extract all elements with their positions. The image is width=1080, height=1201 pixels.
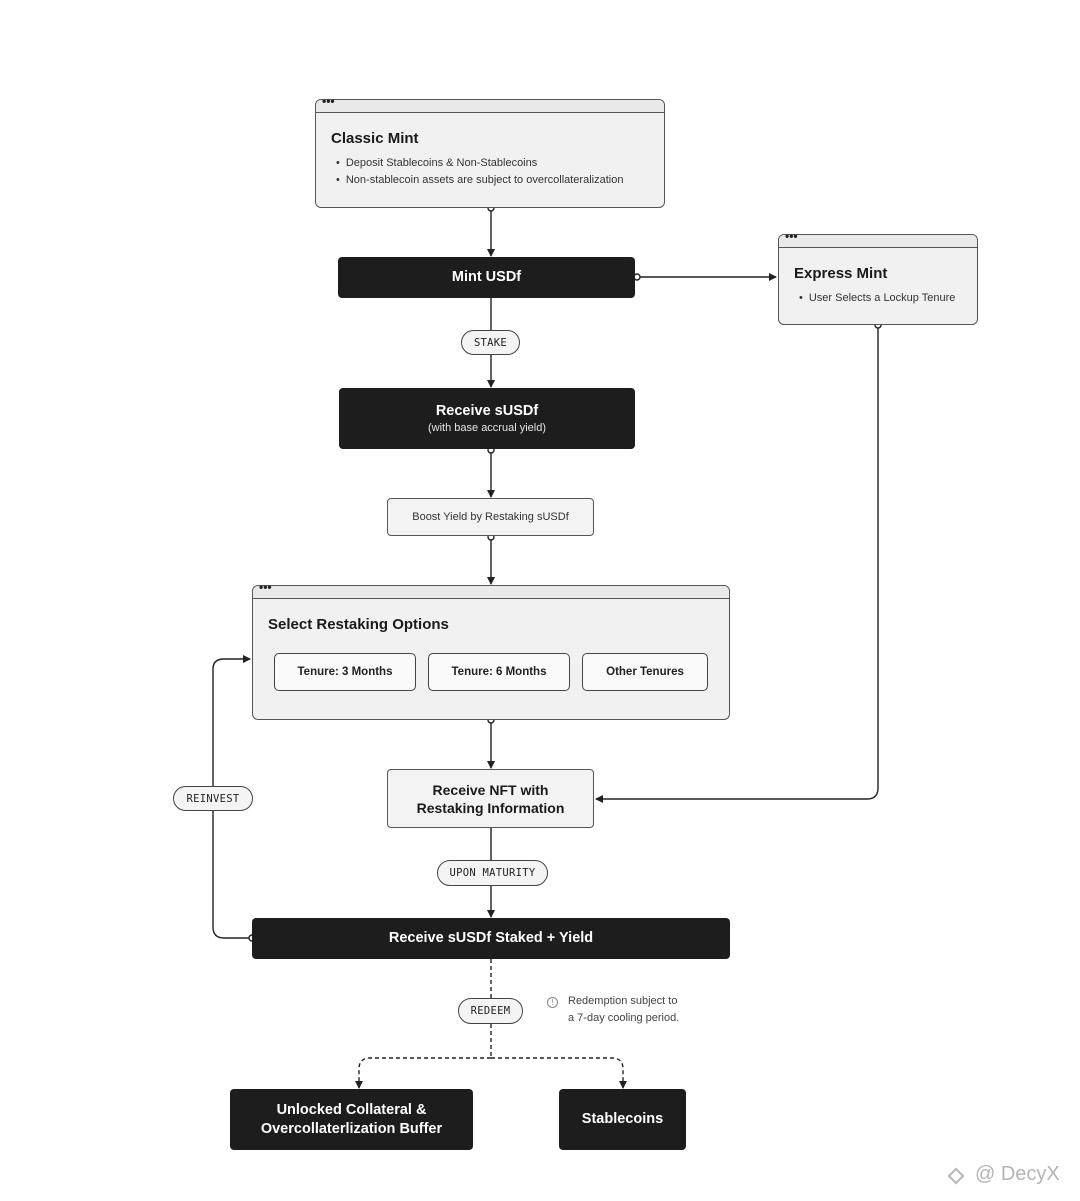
receive-nft-line1: Receive NFT with bbox=[432, 781, 549, 798]
classic-mint-title: Classic Mint bbox=[331, 130, 419, 147]
classic-mint-card: ••• Classic Mint Deposit Stablecoins & N… bbox=[315, 95, 665, 208]
stablecoins-node: Stablecoins bbox=[559, 1089, 686, 1150]
arrow-express-to-nft bbox=[595, 325, 879, 803]
watermark-text: @ DecyX bbox=[975, 1163, 1060, 1185]
stake-pill: STAKE bbox=[461, 330, 520, 355]
classic-mint-bullets: Deposit Stablecoins & Non-Stablecoins No… bbox=[336, 155, 624, 189]
boost-yield-label: Boost Yield by Restaking sUSDf bbox=[412, 511, 569, 523]
option-tenure-6-months[interactable]: Tenure: 6 Months bbox=[428, 653, 570, 691]
receive-staked-yield-label: Receive sUSDf Staked + Yield bbox=[388, 930, 594, 946]
option-tenure-3-months[interactable]: Tenure: 3 Months bbox=[274, 653, 416, 691]
stablecoins-label: Stablecoins bbox=[581, 1111, 664, 1127]
window-titlebar: ••• bbox=[779, 230, 977, 248]
redemption-note-line1: Redemption subject to bbox=[568, 995, 678, 1007]
mint-usdf-label: Mint USDf bbox=[451, 269, 522, 285]
redemption-note-line2: a 7-day cooling period. bbox=[568, 1012, 680, 1024]
window-dots-icon: ••• bbox=[322, 94, 335, 108]
bullet-item: Non-stablecoin assets are subject to ove… bbox=[336, 172, 624, 189]
info-icon: ! bbox=[547, 997, 558, 1008]
express-mint-card: ••• Express Mint User Selects a Lockup T… bbox=[778, 230, 978, 325]
upon-maturity-pill: UPON MATURITY bbox=[437, 860, 548, 886]
receive-staked-yield-node: Receive sUSDf Staked + Yield bbox=[252, 918, 730, 959]
express-mint-bullets: User Selects a Lockup Tenure bbox=[799, 290, 956, 307]
unlocked-collateral-node: Unlocked Collateral & Overcollaterlizati… bbox=[230, 1089, 473, 1150]
unlocked-collateral-line1: Unlocked Collateral & bbox=[276, 1101, 427, 1118]
bullet-item: User Selects a Lockup Tenure bbox=[799, 290, 956, 307]
option-other-tenures[interactable]: Other Tenures bbox=[582, 653, 708, 691]
boost-yield-node: Boost Yield by Restaking sUSDf bbox=[387, 498, 594, 536]
redeem-pill: REDEEM bbox=[458, 998, 523, 1024]
restaking-options-title: Select Restaking Options bbox=[268, 616, 449, 633]
receive-nft-line2: Restaking Information bbox=[416, 799, 565, 816]
redemption-note: Redemption subject to a 7-day cooling pe… bbox=[568, 993, 679, 1027]
dashed-split-right bbox=[491, 1057, 627, 1089]
receive-susdf-title: Receive sUSDf bbox=[435, 402, 539, 419]
window-dots-icon: ••• bbox=[785, 229, 798, 243]
unlocked-collateral-line2: Overcollaterlization Buffer bbox=[260, 1120, 443, 1137]
window-dots-icon: ••• bbox=[259, 580, 272, 594]
window-titlebar: ••• bbox=[253, 581, 729, 599]
window-titlebar: ••• bbox=[316, 95, 664, 113]
bullet-item: Deposit Stablecoins & Non-Stablecoins bbox=[336, 155, 623, 172]
dashed-split-left bbox=[355, 1057, 491, 1089]
restaking-options-card: ••• Select Restaking Options Tenure: 3 M… bbox=[252, 581, 730, 720]
express-mint-title: Express Mint bbox=[794, 265, 888, 282]
receive-susdf-node: Receive sUSDf (with base accrual yield) bbox=[339, 388, 635, 449]
receive-nft-node: Receive NFT with Restaking Information bbox=[387, 769, 594, 828]
receive-susdf-subtitle: (with base accrual yield) bbox=[428, 421, 546, 434]
mint-usdf-node: Mint USDf bbox=[338, 257, 635, 298]
reinvest-pill: REINVEST bbox=[173, 786, 253, 811]
